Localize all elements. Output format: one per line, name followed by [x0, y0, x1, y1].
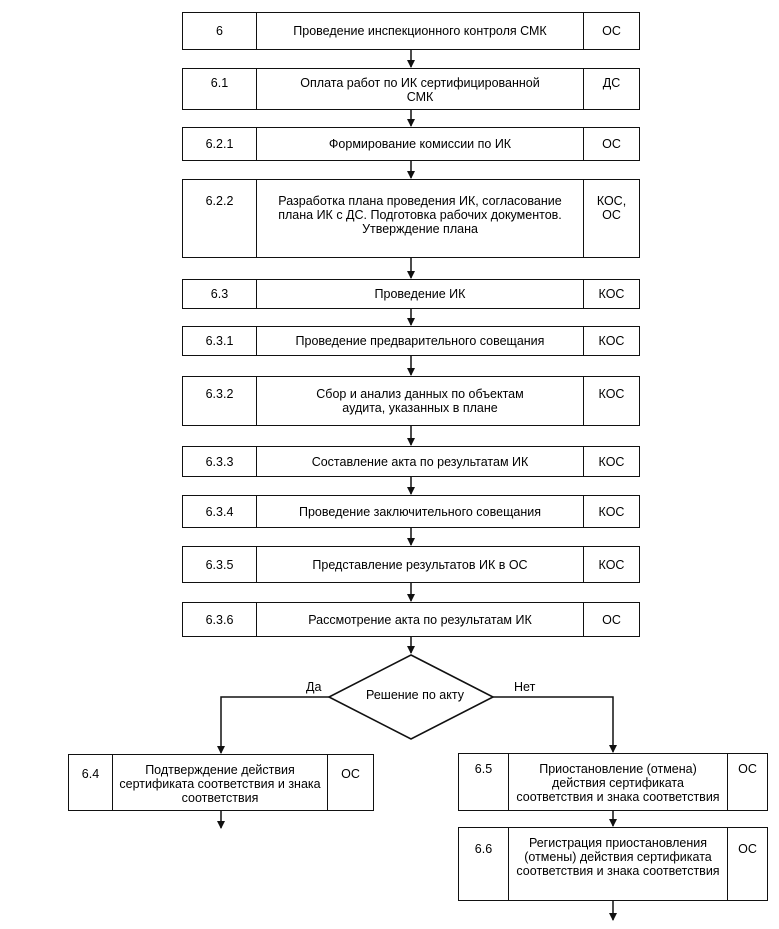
- step-responsible: КОС: [583, 327, 639, 355]
- step-title: Проведение предварительного совещания: [295, 334, 545, 348]
- step-6-3-1: 6.3.1 Проведение предварительного совеща…: [182, 326, 640, 356]
- step-6-3-5: 6.3.5 Представление результатов ИК в ОС …: [182, 546, 640, 583]
- step-title: Представление результатов ИК в ОС: [312, 557, 528, 572]
- connector-no: [493, 696, 617, 753]
- step-responsible: КОС: [583, 547, 639, 582]
- decision-diamond: [327, 654, 495, 740]
- step-6-3-2: 6.3.2 Сбор и анализ данных по объектам а…: [182, 376, 640, 426]
- step-number: 6.3.6: [183, 603, 257, 636]
- step-6-3-3: 6.3.3 Составление акта по результатам ИК…: [182, 446, 640, 477]
- step-number: 6.2.1: [183, 128, 257, 160]
- step-number: 6.3.4: [183, 496, 257, 527]
- step-responsible: КОС: [583, 280, 639, 308]
- step-number: 6.3.1: [183, 327, 257, 355]
- step-responsible: ОС: [583, 603, 639, 636]
- step-number: 6.2.2: [183, 180, 257, 257]
- step-6-6: 6.6 Регистрация приостановления (отмены)…: [458, 827, 768, 901]
- step-6-2-2: 6.2.2 Разработка плана проведения ИК, со…: [182, 179, 640, 258]
- step-responsible: КОС, ОС: [583, 180, 639, 257]
- step-title: Рассмотрение акта по результатам ИК: [308, 612, 532, 627]
- step-responsible: ОС: [583, 128, 639, 160]
- step-number: 6.6: [459, 828, 509, 900]
- step-title: Составление акта по результатам ИК: [311, 454, 529, 469]
- step-number: 6.4: [69, 755, 113, 810]
- branch-no-label: Нет: [514, 680, 536, 694]
- step-title: Оплата работ по ИК сертифицированной СМК: [300, 76, 540, 104]
- step-responsible: ДС: [583, 69, 639, 109]
- step-number: 6.1: [183, 69, 257, 109]
- step-title: Формирование комиссии по ИК: [328, 137, 512, 151]
- step-responsible: КОС: [583, 447, 639, 476]
- step-6-2-1: 6.2.1 Формирование комиссии по ИК ОС: [182, 127, 640, 161]
- step-6-5: 6.5 Приостановление (отмена) действия се…: [458, 753, 768, 811]
- step-title: Приостановление (отмена) действия сертиф…: [516, 762, 720, 804]
- connector-yes: [217, 696, 329, 754]
- step-responsible: ОС: [327, 755, 373, 810]
- step-title: Проведение заключительного совещания: [299, 504, 541, 519]
- branch-yes-label: Да: [306, 680, 322, 694]
- step-title: Подтверждение действия сертификата соотв…: [119, 763, 321, 805]
- step-title: Проведение ИК: [374, 287, 466, 301]
- step-number: 6.3.5: [183, 547, 257, 582]
- step-6-3-6: 6.3.6 Рассмотрение акта по результатам И…: [182, 602, 640, 637]
- step-title: Регистрация приостановления (отмены) дей…: [516, 836, 720, 878]
- step-number: 6.3: [183, 280, 257, 308]
- step-title: Разработка плана проведения ИК, согласов…: [278, 194, 562, 236]
- step-number: 6.3.3: [183, 447, 257, 476]
- decision-label: Решение по акту: [366, 688, 464, 702]
- step-6-3: 6.3 Проведение ИК КОС: [182, 279, 640, 309]
- step-responsible: ОС: [727, 828, 767, 900]
- step-6: 6 Проведение инспекционного контроля СМК…: [182, 12, 640, 50]
- step-title: Проведение инспекционного контроля СМК: [293, 24, 547, 38]
- step-number: 6: [183, 13, 257, 49]
- step-responsible: ОС: [583, 13, 639, 49]
- step-title: Сбор и анализ данных по объектам аудита,…: [316, 387, 524, 415]
- step-responsible: КОС: [583, 496, 639, 527]
- step-6-3-4: 6.3.4 Проведение заключительного совещан…: [182, 495, 640, 528]
- step-number: 6.5: [459, 754, 509, 810]
- step-6-1: 6.1 Оплата работ по ИК сертифицированной…: [182, 68, 640, 110]
- step-responsible: ОС: [727, 754, 767, 810]
- step-responsible: КОС: [583, 377, 639, 425]
- step-6-4: 6.4 Подтверждение действия сертификата с…: [68, 754, 374, 811]
- step-number: 6.3.2: [183, 377, 257, 425]
